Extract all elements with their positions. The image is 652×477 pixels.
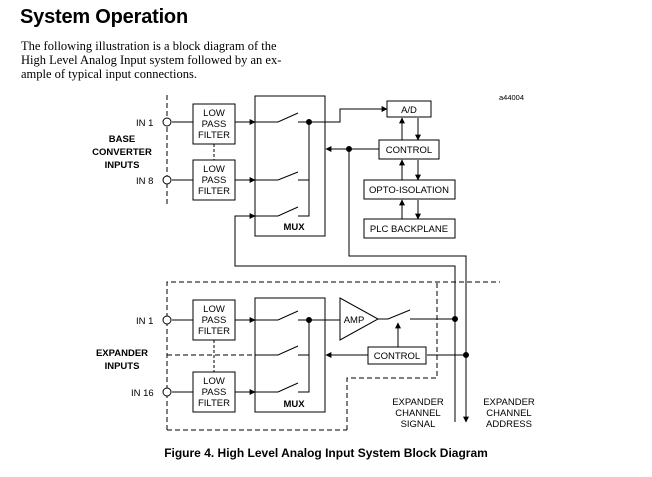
exp-filter-1-label: PASS: [202, 315, 227, 326]
exp-control-label: CONTROL: [374, 351, 420, 362]
base-input-in8-label: IN 8: [136, 176, 153, 187]
base-filter-8-label: FILTER: [198, 186, 230, 197]
amp-label: AMP: [344, 315, 365, 326]
base-mux-switch-3: [255, 206, 299, 217]
base-mux-label: MUX: [283, 222, 305, 233]
intro-line: The following illustration is a block di…: [21, 39, 277, 53]
address-junction: [463, 352, 469, 358]
exp-input-in1-label: IN 1: [136, 316, 153, 327]
expander-signal-label: CHANNEL: [395, 408, 440, 419]
base-filter-8-label: LOW: [203, 164, 225, 175]
amp-output-switch: [378, 309, 411, 320]
base-mux-box: [254, 95, 326, 237]
expander-group-label: INPUTS: [105, 361, 140, 372]
base-input-in1-label: IN 1: [136, 118, 153, 129]
exp-input-in16-label: IN 16: [131, 388, 154, 399]
base-in1-terminal: [162, 117, 172, 127]
expander-address-label: EXPANDER: [483, 397, 535, 408]
expander-address-label: ADDRESS: [486, 419, 532, 430]
intro-paragraph: The following illustration is a block di…: [21, 39, 321, 81]
exp-mux-label: MUX: [283, 399, 305, 410]
base-filter-1-label: PASS: [202, 119, 227, 130]
figure-ref-code: a44004: [499, 93, 524, 102]
expander-dashed-inner: [346, 282, 438, 430]
opto-isolation-box: [363, 179, 456, 200]
figure-caption: Figure 4. High Level Analog Input System…: [164, 446, 488, 460]
base-filter-8-label: PASS: [202, 175, 227, 186]
opto-isolation-label: OPTO-ISOLATION: [369, 185, 449, 196]
intro-line: ample of typical input connections.: [21, 67, 197, 81]
exp-filter-16-label: PASS: [202, 387, 227, 398]
expander-group-label: EXPANDER: [96, 348, 148, 359]
intro-line: High Level Analog Input system followed …: [21, 53, 282, 67]
expander-dashed-outline: [166, 281, 500, 430]
exp-filter-16-label: LOW: [203, 376, 225, 387]
expander-address-label: CHANNEL: [486, 408, 531, 419]
exp-mux-switch-2: [255, 345, 299, 356]
ad-label: A/D: [401, 105, 417, 116]
base-filter-1-label: LOW: [203, 108, 225, 119]
plc-backplane-label: PLC BACKPLANE: [370, 224, 448, 235]
exp-mux-bus: [298, 319, 310, 393]
base-in8-terminal: [162, 175, 172, 185]
exp-mux-switch-1: [255, 310, 299, 321]
amp-triangle: [339, 297, 380, 341]
base-group-label: CONVERTER: [92, 147, 152, 158]
base-mux-switch-2: [255, 171, 299, 181]
expander-section: [166, 281, 500, 431]
ad-converter-box: [386, 100, 432, 118]
base-group-label: BASE: [109, 134, 135, 145]
base-group-label: INPUTS: [105, 160, 140, 171]
base-control-label: CONTROL: [386, 145, 432, 156]
exp-filter-1-label: LOW: [203, 304, 225, 315]
mux-to-ad-arrow: [309, 106, 388, 123]
exp-filter-1-label: FILTER: [198, 326, 230, 337]
expander-signal-label: SIGNAL: [401, 419, 436, 430]
expander-signal-label: EXPANDER: [392, 397, 444, 408]
exp-in1-terminal: [162, 315, 172, 325]
base-mux-switch-1: [255, 112, 299, 123]
base-filter-1-label: FILTER: [198, 130, 230, 141]
exp-filter-16-label: FILTER: [198, 398, 230, 409]
section-title: System Operation: [20, 6, 188, 28]
signal-junction: [452, 316, 458, 322]
plc-backplane-box: [363, 218, 456, 239]
exp-in16-terminal: [162, 387, 172, 397]
exp-mux-switch-3: [255, 382, 299, 393]
base-mux-bus: [298, 121, 310, 217]
base-converter-section: [166, 95, 469, 423]
expander-address-line: [348, 149, 469, 423]
